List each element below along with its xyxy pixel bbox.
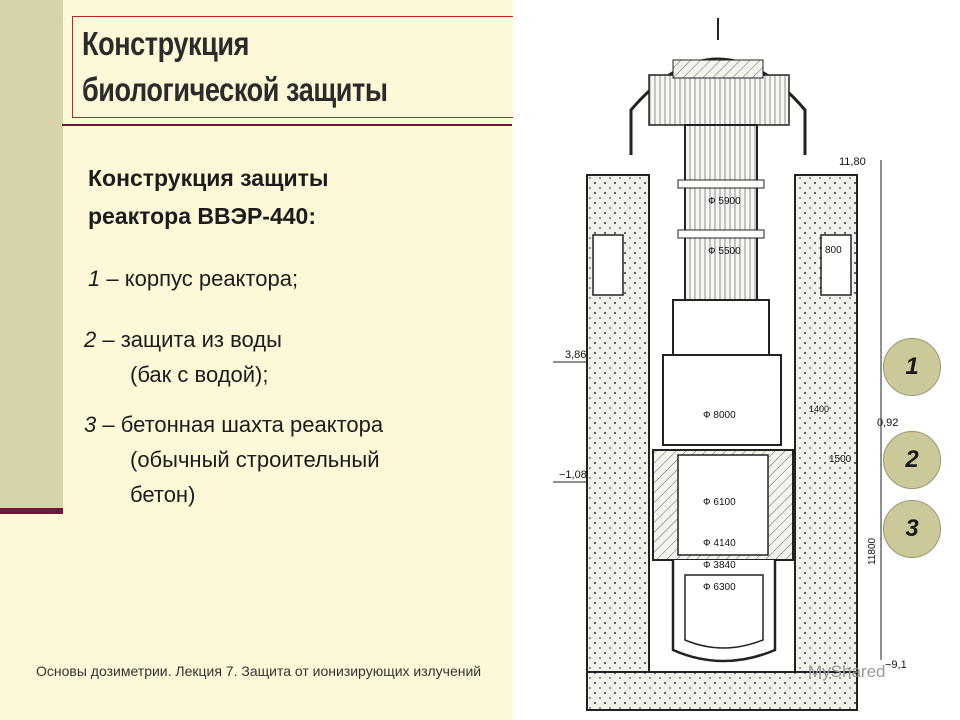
column-ring-1: [677, 179, 765, 189]
dim-8000: Ф 8000: [703, 410, 736, 421]
upper-cap: [672, 59, 764, 79]
dome: [629, 57, 807, 155]
slide-title-line2: биологической защиты: [82, 71, 388, 108]
list-item-1: 1 – корпус реактора;: [88, 266, 298, 292]
title-divider: [62, 124, 512, 126]
vessel-core: [684, 574, 764, 649]
reactor-vessel: [671, 560, 777, 663]
item-text: – бетонная шахта реактора: [102, 412, 384, 437]
callout-badge-2: 2: [883, 431, 941, 489]
elev-minus-9-1: −9,1: [885, 659, 907, 671]
dim-6300: Ф 6300: [703, 582, 736, 593]
dim-5500: Ф 5500: [708, 246, 741, 257]
upper-vessel: [662, 354, 782, 446]
elev-0-92: 0,92: [877, 417, 898, 429]
upper-column: [684, 124, 758, 301]
list-item-3-cont2: бетон): [130, 482, 196, 507]
elev-3-86: 3,86: [565, 349, 586, 361]
size-1400: 1400: [809, 404, 829, 414]
item-text: – защита из воды: [102, 327, 282, 352]
sidebar-stripe: [0, 0, 63, 508]
wall-cavity-left: [592, 234, 624, 296]
wall-cavity-right: [820, 234, 852, 296]
column-ring-2: [677, 229, 765, 239]
size-11800: 11800: [867, 537, 878, 565]
item-text: – корпус реактора;: [106, 266, 299, 291]
dim-5900: Ф 5900: [708, 196, 741, 207]
bottom-slab: [586, 671, 858, 711]
elev-minus-1-08: −1,08: [559, 469, 587, 481]
list-item-3-cont1: (обычный строительный: [130, 447, 380, 472]
size-1500: 1500: [829, 454, 852, 465]
item-number: 3: [84, 412, 97, 437]
upper-block: [648, 74, 790, 126]
size-800: 800: [825, 245, 842, 256]
tank-inner: [677, 454, 769, 556]
subtitle-line1: Конструкция защиты: [88, 165, 329, 191]
watermark-text: MyShared: [808, 662, 886, 681]
subtitle-line2: реактора ВВЭР-440:: [88, 203, 317, 229]
item-number: 2: [84, 327, 97, 352]
list-item-2: 2 – защита из воды: [84, 327, 282, 353]
sidebar-accent: [0, 508, 63, 514]
flange-block: [672, 299, 770, 356]
list-item-2-cont: (бак с водой);: [130, 362, 269, 387]
dim-4140: Ф 4140: [703, 538, 736, 549]
callout-badge-1: 1: [883, 338, 941, 396]
footer-caption: Основы дозиметрии. Лекция 7. Защита от и…: [36, 663, 482, 679]
callout-badge-3: 3: [883, 500, 941, 558]
elev-11-80: 11,80: [839, 156, 866, 168]
slide-title-line1: Конструкция: [82, 25, 250, 62]
item-number: 1: [88, 266, 101, 291]
list-item-3: 3 – бетонная шахта реактора: [84, 412, 383, 438]
dim-3840: Ф 3840: [703, 560, 736, 571]
dim-6100: Ф 6100: [703, 497, 736, 508]
